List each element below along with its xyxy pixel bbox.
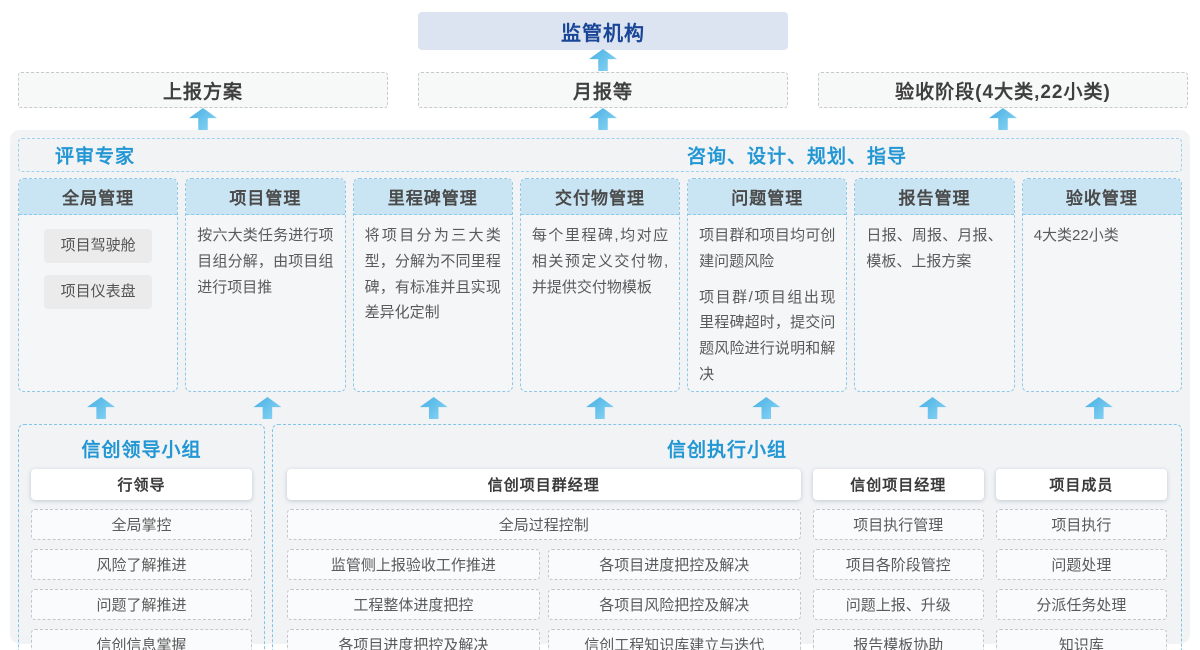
regulator-node: 监管机构: [418, 12, 788, 50]
leader-item: 风险了解推进: [31, 549, 252, 580]
pgm-item-grid: 监管侧上报验收工作推进 各项目进度把控及解决 工程整体进度把控 各项目风险把控及…: [287, 540, 801, 650]
up-arrow-icon: [419, 397, 448, 419]
leader-item: 信创信息掌握: [31, 629, 252, 650]
column-body: 将项目分为三大类型，分解为不同里程碑，有标准并且实现差异化定制: [364, 227, 501, 322]
up-arrow-icon: [585, 397, 614, 419]
member-item: 分派任务处理: [995, 589, 1167, 620]
member-item: 项目执行: [995, 509, 1167, 540]
column-title: 项目管理: [186, 179, 345, 215]
column-global-management: 全局管理 项目驾驶舱 项目仪表盘: [18, 178, 179, 392]
issue-body-1: 项目群和项目均可创建问题风险: [699, 227, 836, 270]
pgm-item: 监管侧上报验收工作推进: [287, 549, 540, 580]
column-issue-management: 问题管理 项目群和项目均可创建问题风险 项目群/项目组出现里程碑超时，提交问题风…: [687, 178, 848, 392]
up-arrow-icon: [253, 397, 282, 419]
pgm-item: 信创工程知识库建立与迭代: [547, 629, 801, 650]
up-arrow-icon: [752, 397, 781, 419]
pgm-item: 工程整体进度把控: [287, 589, 540, 620]
pgm-item: 各项目进度把控及解决: [547, 549, 801, 580]
column-milestone-management: 里程碑管理 将项目分为三大类型，分解为不同里程碑，有标准并且实现差异化定制: [352, 178, 513, 392]
pm-item: 报告模板协助: [812, 629, 984, 650]
column-title: 交付物管理: [520, 179, 680, 215]
up-arrow-icon: [1084, 397, 1113, 419]
member-item: 问题处理: [995, 549, 1167, 580]
bank-leader-role: 行领导: [31, 469, 252, 500]
column-body: 项目群和项目均可创建问题风险 项目群/项目组出现里程碑超时，提交问题风险进行说明…: [688, 215, 846, 391]
report-plan-node: 上报方案: [18, 72, 388, 108]
up-arrow-icon: [589, 49, 617, 71]
column-title: 验收管理: [1022, 179, 1181, 215]
regulator-label: 监管机构: [561, 22, 645, 45]
leader-item: 问题了解推进: [31, 589, 252, 620]
acceptance-stage-node: 验收阶段(4大类,22小类): [818, 72, 1188, 108]
column-body: 4大类22小类: [1033, 227, 1119, 244]
project-member-column: 项目成员 项目执行 问题处理 分派任务处理 知识库: [995, 469, 1167, 650]
pgm-item: 各项目风险把控及解决: [547, 589, 801, 620]
main-panel: 评审专家 咨询、设计、规划、指导 全局管理 项目驾驶舱 项目仪表盘 项目管理 按…: [10, 130, 1190, 650]
review-experts-label: 评审专家: [55, 146, 136, 168]
exec-group-box: 信创执行小组 信创项目群经理 全局过程控制 监管侧上报验收工作推进 各项目进度把…: [272, 424, 1182, 650]
leader-item: 全局掌控: [31, 509, 252, 540]
exec-columns: 信创项目群经理 全局过程控制 监管侧上报验收工作推进 各项目进度把控及解决 工程…: [287, 469, 1167, 650]
up-arrow-icon: [989, 108, 1017, 130]
up-arrow-icon: [589, 108, 617, 130]
column-title: 里程碑管理: [353, 179, 512, 215]
column-body: 按六大类任务进行项目组分解，由项目组进行项目推: [197, 227, 334, 296]
column-body: 日报、周报、月报、模板、上报方案: [866, 227, 1003, 270]
project-manager-role: 信创项目经理: [812, 469, 984, 500]
column-title: 报告管理: [855, 179, 1014, 215]
member-item: 知识库: [995, 629, 1167, 650]
program-manager-column: 信创项目群经理 全局过程控制 监管侧上报验收工作推进 各项目进度把控及解决 工程…: [287, 469, 801, 650]
leader-group-title: 信创领导小组: [81, 440, 202, 461]
monthly-report-node: 月报等: [418, 72, 788, 108]
column-report-management: 报告管理 日报、周报、月报、模板、上报方案: [854, 178, 1015, 392]
management-columns: 全局管理 项目驾驶舱 项目仪表盘 项目管理 按六大类任务进行项目组分解，由项目组…: [18, 178, 1182, 392]
up-arrow-icon: [189, 108, 217, 130]
column-arrows: [18, 396, 1182, 420]
pm-item: 问题上报、升级: [812, 589, 984, 620]
project-member-role: 项目成员: [995, 469, 1167, 500]
pm-item: 项目各阶段管控: [812, 549, 984, 580]
experts-strip: 评审专家 咨询、设计、规划、指导: [18, 138, 1182, 172]
leader-group-box: 信创领导小组 行领导 全局掌控 风险了解推进 问题了解推进 信创信息掌握: [18, 424, 265, 650]
column-acceptance-management: 验收管理 4大类22小类: [1021, 178, 1182, 392]
pgm-item: 各项目进度把控及解决: [287, 629, 540, 650]
issue-body-2: 项目群/项目组出现里程碑超时，提交问题风险进行说明和解决: [699, 288, 836, 383]
column-title: 全局管理: [19, 179, 178, 215]
column-project-management: 项目管理 按六大类任务进行项目组分解，由项目组进行项目推: [185, 178, 346, 392]
project-dashboard-pill: 项目仪表盘: [44, 274, 153, 309]
monthly-report-label: 月报等: [572, 81, 633, 103]
acceptance-stage-label: 验收阶段(4大类,22小类): [895, 81, 1111, 103]
up-arrow-icon: [918, 397, 947, 419]
column-body: 每个里程碑,均对应相关预定义交付物,并提供交付物模板: [531, 227, 669, 296]
project-manager-column: 信创项目经理 项目执行管理 项目各阶段管控 问题上报、升级 报告模板协助: [812, 469, 984, 650]
column-deliverable-management: 交付物管理 每个里程碑,均对应相关预定义交付物,并提供交付物模板: [519, 178, 681, 392]
pm-item: 项目执行管理: [812, 509, 984, 540]
consulting-design-label: 咨询、设计、规划、指导: [687, 146, 908, 168]
program-manager-role: 信创项目群经理: [287, 469, 801, 500]
project-cockpit-pill: 项目驾驶舱: [44, 229, 153, 263]
bottom-groups: 信创领导小组 行领导 全局掌控 风险了解推进 问题了解推进 信创信息掌握 信创执…: [18, 424, 1182, 650]
exec-group-title: 信创执行小组: [666, 440, 787, 461]
column-body: 项目驾驶舱 项目仪表盘: [19, 215, 177, 317]
up-arrow-icon: [87, 397, 116, 419]
pgm-item-full: 全局过程控制: [287, 509, 801, 540]
report-plan-label: 上报方案: [162, 81, 243, 103]
column-title: 问题管理: [688, 179, 847, 215]
